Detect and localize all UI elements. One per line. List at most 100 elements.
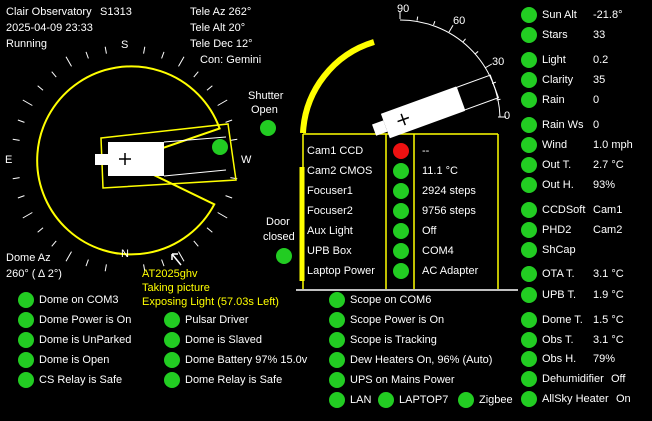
weather-label: CCDSoft xyxy=(542,204,586,216)
datetime: 2025-04-09 23:33 xyxy=(6,22,93,34)
compass-tick xyxy=(65,251,72,262)
dome-status-text: Dome on COM3 xyxy=(39,294,119,306)
dome-status-text: Dome is UnParked xyxy=(39,334,132,346)
dome-status-indicator xyxy=(18,292,34,308)
scope-status-text: UPS on Mains Power xyxy=(350,374,455,386)
door-indicator xyxy=(276,248,292,264)
weather-status-indicator xyxy=(521,27,537,43)
dome-extra-indicator xyxy=(164,312,180,328)
dome-extra-indicator xyxy=(164,372,180,388)
compass-tick xyxy=(85,259,89,267)
compass-tick xyxy=(217,212,228,219)
compass-tick xyxy=(104,264,107,272)
compass-s: N xyxy=(121,248,129,260)
compass-tick xyxy=(22,212,33,219)
device-name: UPB Box xyxy=(307,245,352,257)
weather-label: ShCap xyxy=(542,244,576,256)
compass-w: W xyxy=(241,154,252,166)
device-name: Focuser2 xyxy=(307,205,353,217)
weather-status-indicator xyxy=(521,7,537,23)
network-status-indicator xyxy=(378,392,394,408)
dome-slit-beam xyxy=(100,123,237,189)
dome-home-indicator xyxy=(212,139,228,155)
device-name: Aux Light xyxy=(307,225,353,237)
altitude-scale-arc xyxy=(399,19,501,118)
dome-extra-text: Dome Battery 97% 15.0v xyxy=(185,354,308,366)
altitude-tick xyxy=(448,24,454,33)
weather-status-indicator xyxy=(521,202,537,218)
network-label: Zigbee xyxy=(479,394,513,406)
scope-status-indicator xyxy=(329,352,345,368)
weather-label: Rain Ws xyxy=(542,119,584,131)
compass-tick xyxy=(206,227,213,233)
device-name: Laptop Power xyxy=(307,265,375,277)
weather-label: UPB T. xyxy=(542,289,577,301)
device-value: AC Adapter xyxy=(422,265,479,277)
compass-tick xyxy=(51,240,57,247)
weather-status-indicator xyxy=(521,351,537,367)
scope-status-indicator xyxy=(329,292,345,308)
weather-value: 3.1 °C xyxy=(593,334,624,346)
weather-status-indicator xyxy=(521,312,537,328)
compass-tick xyxy=(17,119,25,123)
altitude-tick xyxy=(496,98,501,101)
weather-label: Light xyxy=(542,54,566,66)
weather-status-indicator xyxy=(521,137,537,153)
weather-label: Obs T. xyxy=(542,334,574,346)
weather-status-indicator xyxy=(521,92,537,108)
door-state: closed xyxy=(263,231,295,243)
compass-tick xyxy=(161,51,165,59)
dome-status-indicator xyxy=(18,372,34,388)
weather-value: On xyxy=(616,393,631,405)
observatory-name: Clair Observatory xyxy=(6,6,92,18)
weather-value: 1.9 °C xyxy=(593,289,624,301)
scope-status-indicator xyxy=(329,372,345,388)
weather-status-indicator xyxy=(521,332,537,348)
device-status-indicator xyxy=(393,223,409,239)
compass-tick xyxy=(161,259,165,267)
device-status-indicator xyxy=(393,183,409,199)
weather-value: 33 xyxy=(593,29,606,41)
weather-status-indicator xyxy=(521,242,537,258)
device-value: COM4 xyxy=(422,245,454,257)
tele-alt: Tele Alt 20° xyxy=(190,22,246,34)
weather-label: Dehumidifier xyxy=(542,373,604,385)
dome-telescope-eyepiece xyxy=(95,154,109,165)
network-status-indicator xyxy=(329,392,345,408)
compass-tick xyxy=(217,99,228,106)
compass-tick xyxy=(37,227,44,233)
weather-value: 1.5 °C xyxy=(593,314,624,326)
altitude-tick xyxy=(484,63,493,69)
compass-tick xyxy=(65,56,72,67)
scope-status-indicator xyxy=(329,312,345,328)
compass-tick xyxy=(225,195,233,199)
tele-az: Tele Az 262° xyxy=(190,6,252,18)
weather-status-indicator xyxy=(521,52,537,68)
weather-label: Dome T. xyxy=(542,314,583,326)
compass-tick xyxy=(37,85,44,91)
weather-label: OTA T. xyxy=(542,268,575,280)
device-status-indicator xyxy=(393,203,409,219)
weather-label: Sun Alt xyxy=(542,9,577,21)
weather-status-indicator xyxy=(521,72,537,88)
compass-tick xyxy=(22,99,33,106)
device-name: Focuser1 xyxy=(307,185,353,197)
alt-label-60: 60 xyxy=(453,15,466,27)
imaging-target: AT2025ghv xyxy=(142,268,198,280)
weather-label: Wind xyxy=(542,139,568,151)
dome-extra-text: Dome is Slaved xyxy=(185,334,263,346)
compass-tick xyxy=(206,85,213,91)
compass-tick xyxy=(143,46,146,54)
compass-tick xyxy=(230,138,238,141)
device-value: 9756 steps xyxy=(422,205,476,217)
shutter-indicator xyxy=(260,120,276,136)
dome-outline xyxy=(36,65,221,256)
device-name: Cam1 CCD xyxy=(307,145,364,157)
scope-status-text: Scope is Tracking xyxy=(350,334,437,346)
dome-extra-text: Pulsar Driver xyxy=(185,314,249,326)
weather-label: Obs H. xyxy=(542,353,577,365)
weather-value: -21.8° xyxy=(593,9,623,21)
network-status-indicator xyxy=(458,392,474,408)
compass-tick xyxy=(193,240,199,247)
